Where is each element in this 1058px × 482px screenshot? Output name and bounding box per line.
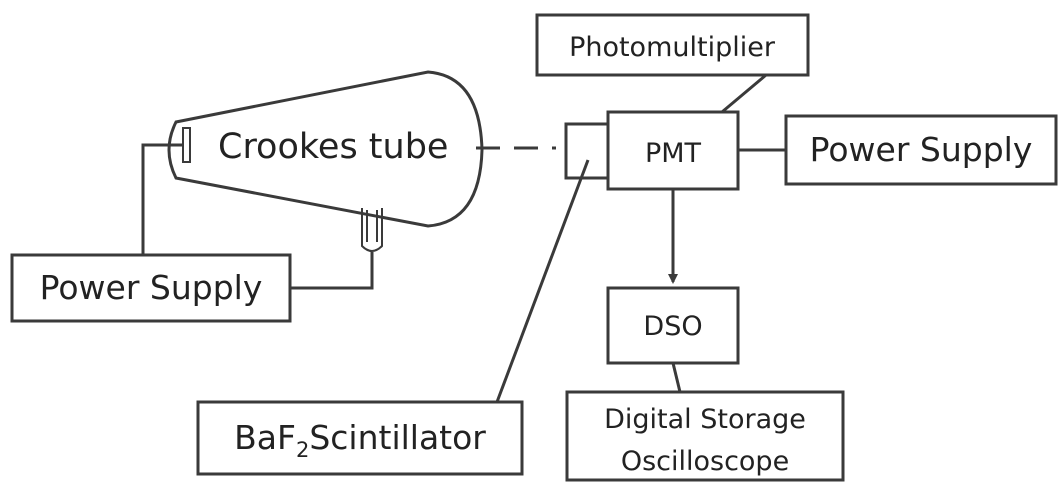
dso-description-line2: Oscilloscope bbox=[621, 446, 789, 477]
scintillator-crystal bbox=[564, 122, 610, 180]
scintillator-label-prefix: BaF bbox=[234, 418, 296, 457]
anode-electrode bbox=[361, 208, 383, 252]
dso-label: DSO bbox=[643, 311, 702, 342]
anode-electrode-inner bbox=[366, 210, 378, 242]
right-power-supply-label: Power Supply bbox=[810, 130, 1033, 169]
dso-description-line1: Digital Storage bbox=[604, 404, 806, 435]
pmt-label: PMT bbox=[645, 138, 702, 169]
photomultiplier-pointer bbox=[721, 73, 767, 114]
dso-description-box bbox=[565, 390, 845, 482]
scintillator-pointer bbox=[495, 159, 590, 403]
crookes-tube-label: Crookes tube bbox=[218, 127, 448, 167]
anode-wire bbox=[290, 252, 374, 290]
dso-box bbox=[606, 286, 740, 365]
photomultiplier-label: Photomultiplier bbox=[569, 32, 776, 63]
crookes-tube: Crookes tube bbox=[167, 70, 484, 252]
cathode-wire bbox=[141, 143, 183, 255]
photomultiplier-box bbox=[535, 13, 810, 77]
scintillator-label-suffix: Scintillator bbox=[309, 418, 486, 457]
dso-pointer bbox=[671, 362, 682, 393]
scintillator-label: BaF2Scintillator bbox=[234, 418, 486, 462]
left-power-supply-box bbox=[10, 253, 292, 323]
scintillator-label-box bbox=[196, 400, 524, 476]
cathode-electrode bbox=[182, 127, 191, 163]
left-power-supply-label: Power Supply bbox=[40, 268, 263, 307]
crookes-tube-body bbox=[167, 70, 484, 228]
scintillator-label-subscript: 2 bbox=[296, 438, 309, 462]
